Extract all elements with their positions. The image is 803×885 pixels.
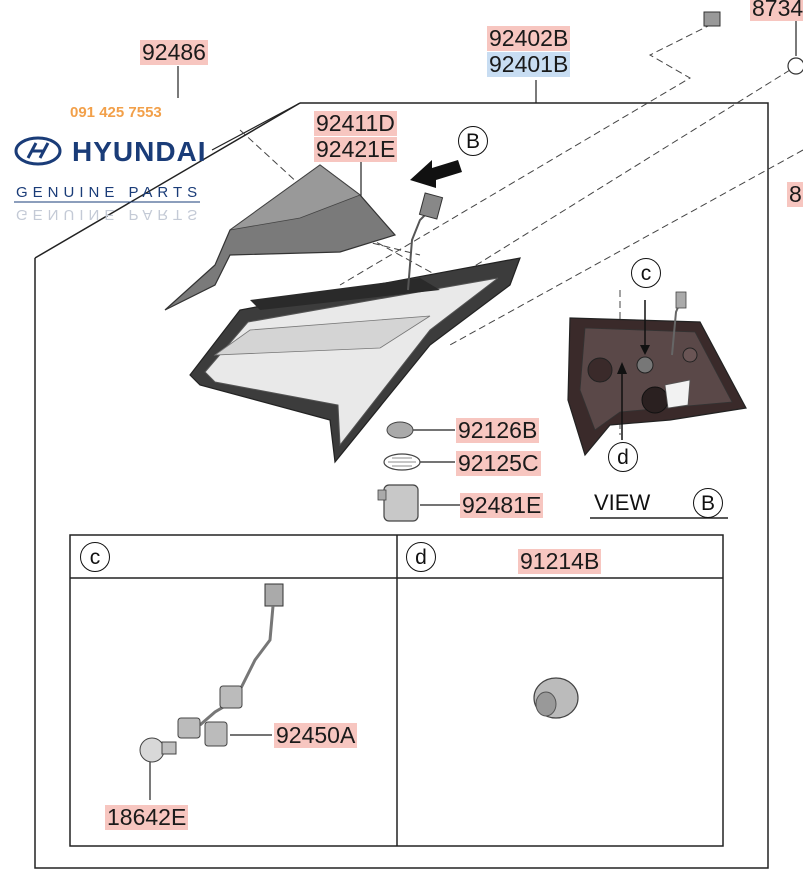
part-label-92421E[interactable]: 92421E (314, 136, 398, 162)
frame-diagonal (34, 102, 301, 259)
brand-tagline: GENUINE PARTS (16, 184, 203, 201)
detail-box-c-tag: c (80, 542, 110, 572)
callout-d-circle: d (608, 442, 638, 472)
assembly-frame (34, 102, 769, 869)
top-screw-shape (703, 11, 721, 27)
part-label-8-partial[interactable]: 8 (787, 181, 803, 207)
part-label-91214B[interactable]: 91214B (518, 548, 602, 574)
dealer-phone: 091 425 7553 (70, 104, 162, 121)
part-label-92411D[interactable]: 92411D (314, 110, 397, 136)
view-b-ref-circle: B (693, 488, 723, 518)
view-label: VIEW (594, 490, 651, 515)
part-92126B-shape (386, 421, 414, 439)
hyundai-logo (14, 136, 62, 166)
harness-assembly (139, 583, 284, 763)
detail-box-d-tag: d (406, 542, 436, 572)
brand-tagline-reflection: GENUINE PARTS (16, 206, 203, 223)
view-b-arrow (410, 160, 462, 188)
callout-c-circle: c (631, 258, 661, 288)
part-label-92486[interactable]: 92486 (140, 39, 208, 65)
grommet-91214B-shape (533, 677, 579, 719)
part-label-8734-partial[interactable]: 8734 (750, 0, 803, 21)
view-b-caption: VIEW (594, 490, 650, 516)
part-label-18642E[interactable]: 18642E (105, 804, 189, 830)
part-92481E-shape (383, 484, 419, 522)
callout-b-circle: B (458, 126, 488, 156)
brand-name: HYUNDAI (72, 136, 207, 167)
logo-leader (211, 102, 301, 151)
part-label-92481E[interactable]: 92481E (460, 492, 544, 518)
part-label-92450A[interactable]: 92450A (274, 722, 358, 748)
part-label-92126B[interactable]: 92126B (456, 417, 540, 443)
part-label-92402B[interactable]: 92402B (487, 25, 571, 51)
part-label-92125C[interactable]: 92125C (456, 450, 541, 476)
part-label-92401B[interactable]: 92401B (487, 51, 571, 77)
lamp-connector (418, 192, 444, 220)
top-clip-shape (787, 57, 803, 75)
